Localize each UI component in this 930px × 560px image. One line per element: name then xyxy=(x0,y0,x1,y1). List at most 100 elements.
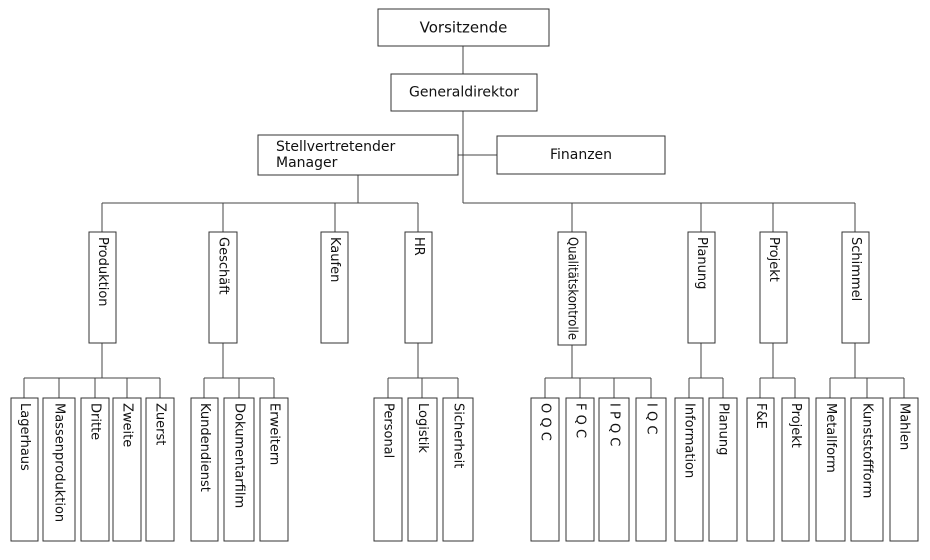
node-box xyxy=(496,135,666,175)
node-label: Personal xyxy=(381,403,396,458)
org-node-geschaeft: Geschäft xyxy=(208,231,238,344)
node-box xyxy=(320,231,349,344)
node-label: Geschäft xyxy=(216,237,231,295)
node-box xyxy=(815,397,846,542)
node-label: Kaufen xyxy=(327,237,342,282)
node-label: F Q C xyxy=(573,403,588,438)
node-label: Finanzen xyxy=(550,147,612,163)
node-box xyxy=(565,397,595,542)
org-node-massenproduktion: Massenproduktion xyxy=(42,397,76,542)
node-label: Dritte xyxy=(88,403,103,440)
nodes: VorsitzendeGeneraldirektorStellvertreten… xyxy=(10,8,919,542)
org-node-planung: Planung xyxy=(687,231,716,344)
node-box xyxy=(390,73,538,112)
org-node-qualitaetskontrolle: Qualitätskontrolle xyxy=(557,231,587,346)
org-node-planung2: Planung xyxy=(708,397,738,542)
org-node-hr: HR xyxy=(404,231,433,344)
node-box xyxy=(442,397,474,542)
node-box xyxy=(373,397,403,542)
node-label: Kundendienst xyxy=(197,403,212,492)
node-box xyxy=(708,397,738,542)
node-box xyxy=(112,397,142,542)
node-box xyxy=(10,397,39,542)
org-node-fqc: F Q C xyxy=(565,397,595,542)
node-box xyxy=(889,397,919,542)
node-box xyxy=(223,397,255,542)
org-node-schimmel: Schimmel xyxy=(841,231,870,344)
node-box xyxy=(598,397,630,542)
node-box xyxy=(674,397,704,542)
node-box xyxy=(850,397,884,542)
node-label: Metallform xyxy=(823,403,838,473)
node-box xyxy=(404,231,433,344)
org-node-mahlen: Mahlen xyxy=(889,397,919,542)
org-node-lagerhaus: Lagerhaus xyxy=(10,397,39,542)
org-node-information: Information xyxy=(674,397,704,542)
node-label: Schimmel xyxy=(848,237,863,301)
node-label: Planung xyxy=(694,237,709,289)
org-node-produktion: Produktion xyxy=(88,231,117,344)
node-box xyxy=(407,397,438,542)
node-box xyxy=(635,397,667,542)
node-box xyxy=(88,231,117,344)
connectors xyxy=(23,46,905,398)
org-node-kunststoffform: Kunststoffform xyxy=(850,397,884,542)
org-node-finanzen: Finanzen xyxy=(496,135,666,175)
node-box xyxy=(781,397,810,542)
org-node-fue: F&E xyxy=(746,397,775,542)
node-box xyxy=(841,231,870,344)
org-node-sicherheit: Sicherheit xyxy=(442,397,474,542)
org-node-logistik: Logistik xyxy=(407,397,438,542)
node-box xyxy=(190,397,219,542)
node-label: I P Q C xyxy=(607,403,622,446)
node-box xyxy=(557,231,587,346)
node-label-line: Manager xyxy=(276,155,338,171)
node-box xyxy=(687,231,716,344)
org-node-ipqc: I P Q C xyxy=(598,397,630,542)
node-box xyxy=(208,231,238,344)
node-box xyxy=(746,397,775,542)
node-box xyxy=(377,8,550,47)
node-label: Planung xyxy=(716,403,731,455)
node-label: Massenproduktion xyxy=(52,403,67,522)
node-label: Information xyxy=(682,403,697,478)
org-node-metallform: Metallform xyxy=(815,397,846,542)
node-label: Erweitern xyxy=(267,403,282,465)
node-label: Kunststoffform xyxy=(860,403,875,498)
node-box xyxy=(80,397,110,542)
node-box xyxy=(145,397,175,542)
node-label: Vorsitzende xyxy=(420,19,508,37)
node-label: Zuerst xyxy=(153,403,168,445)
node-label: F&E xyxy=(753,403,768,429)
node-label: O Q C xyxy=(538,403,553,441)
org-node-iqc: I Q C xyxy=(635,397,667,542)
org-node-erweitern: Erweitern xyxy=(259,397,289,542)
org-node-kundendienst: Kundendienst xyxy=(190,397,219,542)
org-node-generaldirektor: Generaldirektor xyxy=(390,73,538,112)
node-label: Zweite xyxy=(120,403,135,447)
node-label: Projekt xyxy=(788,403,803,448)
node-label: Logistik xyxy=(415,403,430,453)
org-node-vorsitzende: Vorsitzende xyxy=(377,8,550,47)
org-node-projekt: Projekt xyxy=(759,231,788,344)
org-node-zuerst: Zuerst xyxy=(145,397,175,542)
node-box xyxy=(530,397,560,542)
node-label: Projekt xyxy=(766,237,781,282)
org-node-projekt2: Projekt xyxy=(781,397,810,542)
node-label: Sicherheit xyxy=(451,403,466,468)
node-box xyxy=(259,397,289,542)
node-label: HR xyxy=(411,237,426,256)
node-box xyxy=(42,397,76,542)
org-node-kaufen: Kaufen xyxy=(320,231,349,344)
node-label-line: Stellvertretender xyxy=(276,139,395,155)
node-label: Qualitätskontrolle xyxy=(565,237,580,340)
org-node-zweite: Zweite xyxy=(112,397,142,542)
node-box xyxy=(759,231,788,344)
node-label: Lagerhaus xyxy=(17,403,32,471)
org-node-personal: Personal xyxy=(373,397,403,542)
org-node-dokumentarfilm: Dokumentarfilm xyxy=(223,397,255,542)
node-label: Produktion xyxy=(95,237,110,307)
